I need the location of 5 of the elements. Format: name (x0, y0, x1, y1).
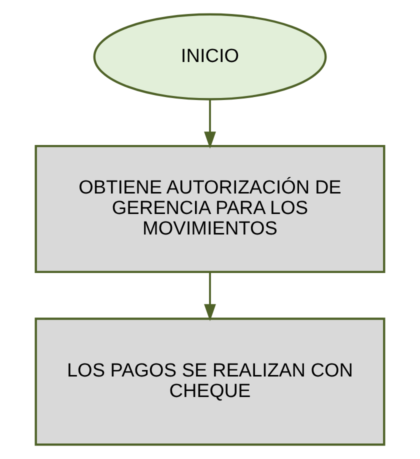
node-box: OBTIENE AUTORIZACIÓN DE GERENCIA PARA LOS MOVIMIENTOS (34, 144, 386, 274)
arrow (204, 99, 216, 149)
node-box: LOS PAGOS SE REALIZAN CON CHEQUE (34, 318, 386, 446)
node-ellipse: INICIO (93, 13, 327, 100)
arrow (204, 272, 216, 322)
